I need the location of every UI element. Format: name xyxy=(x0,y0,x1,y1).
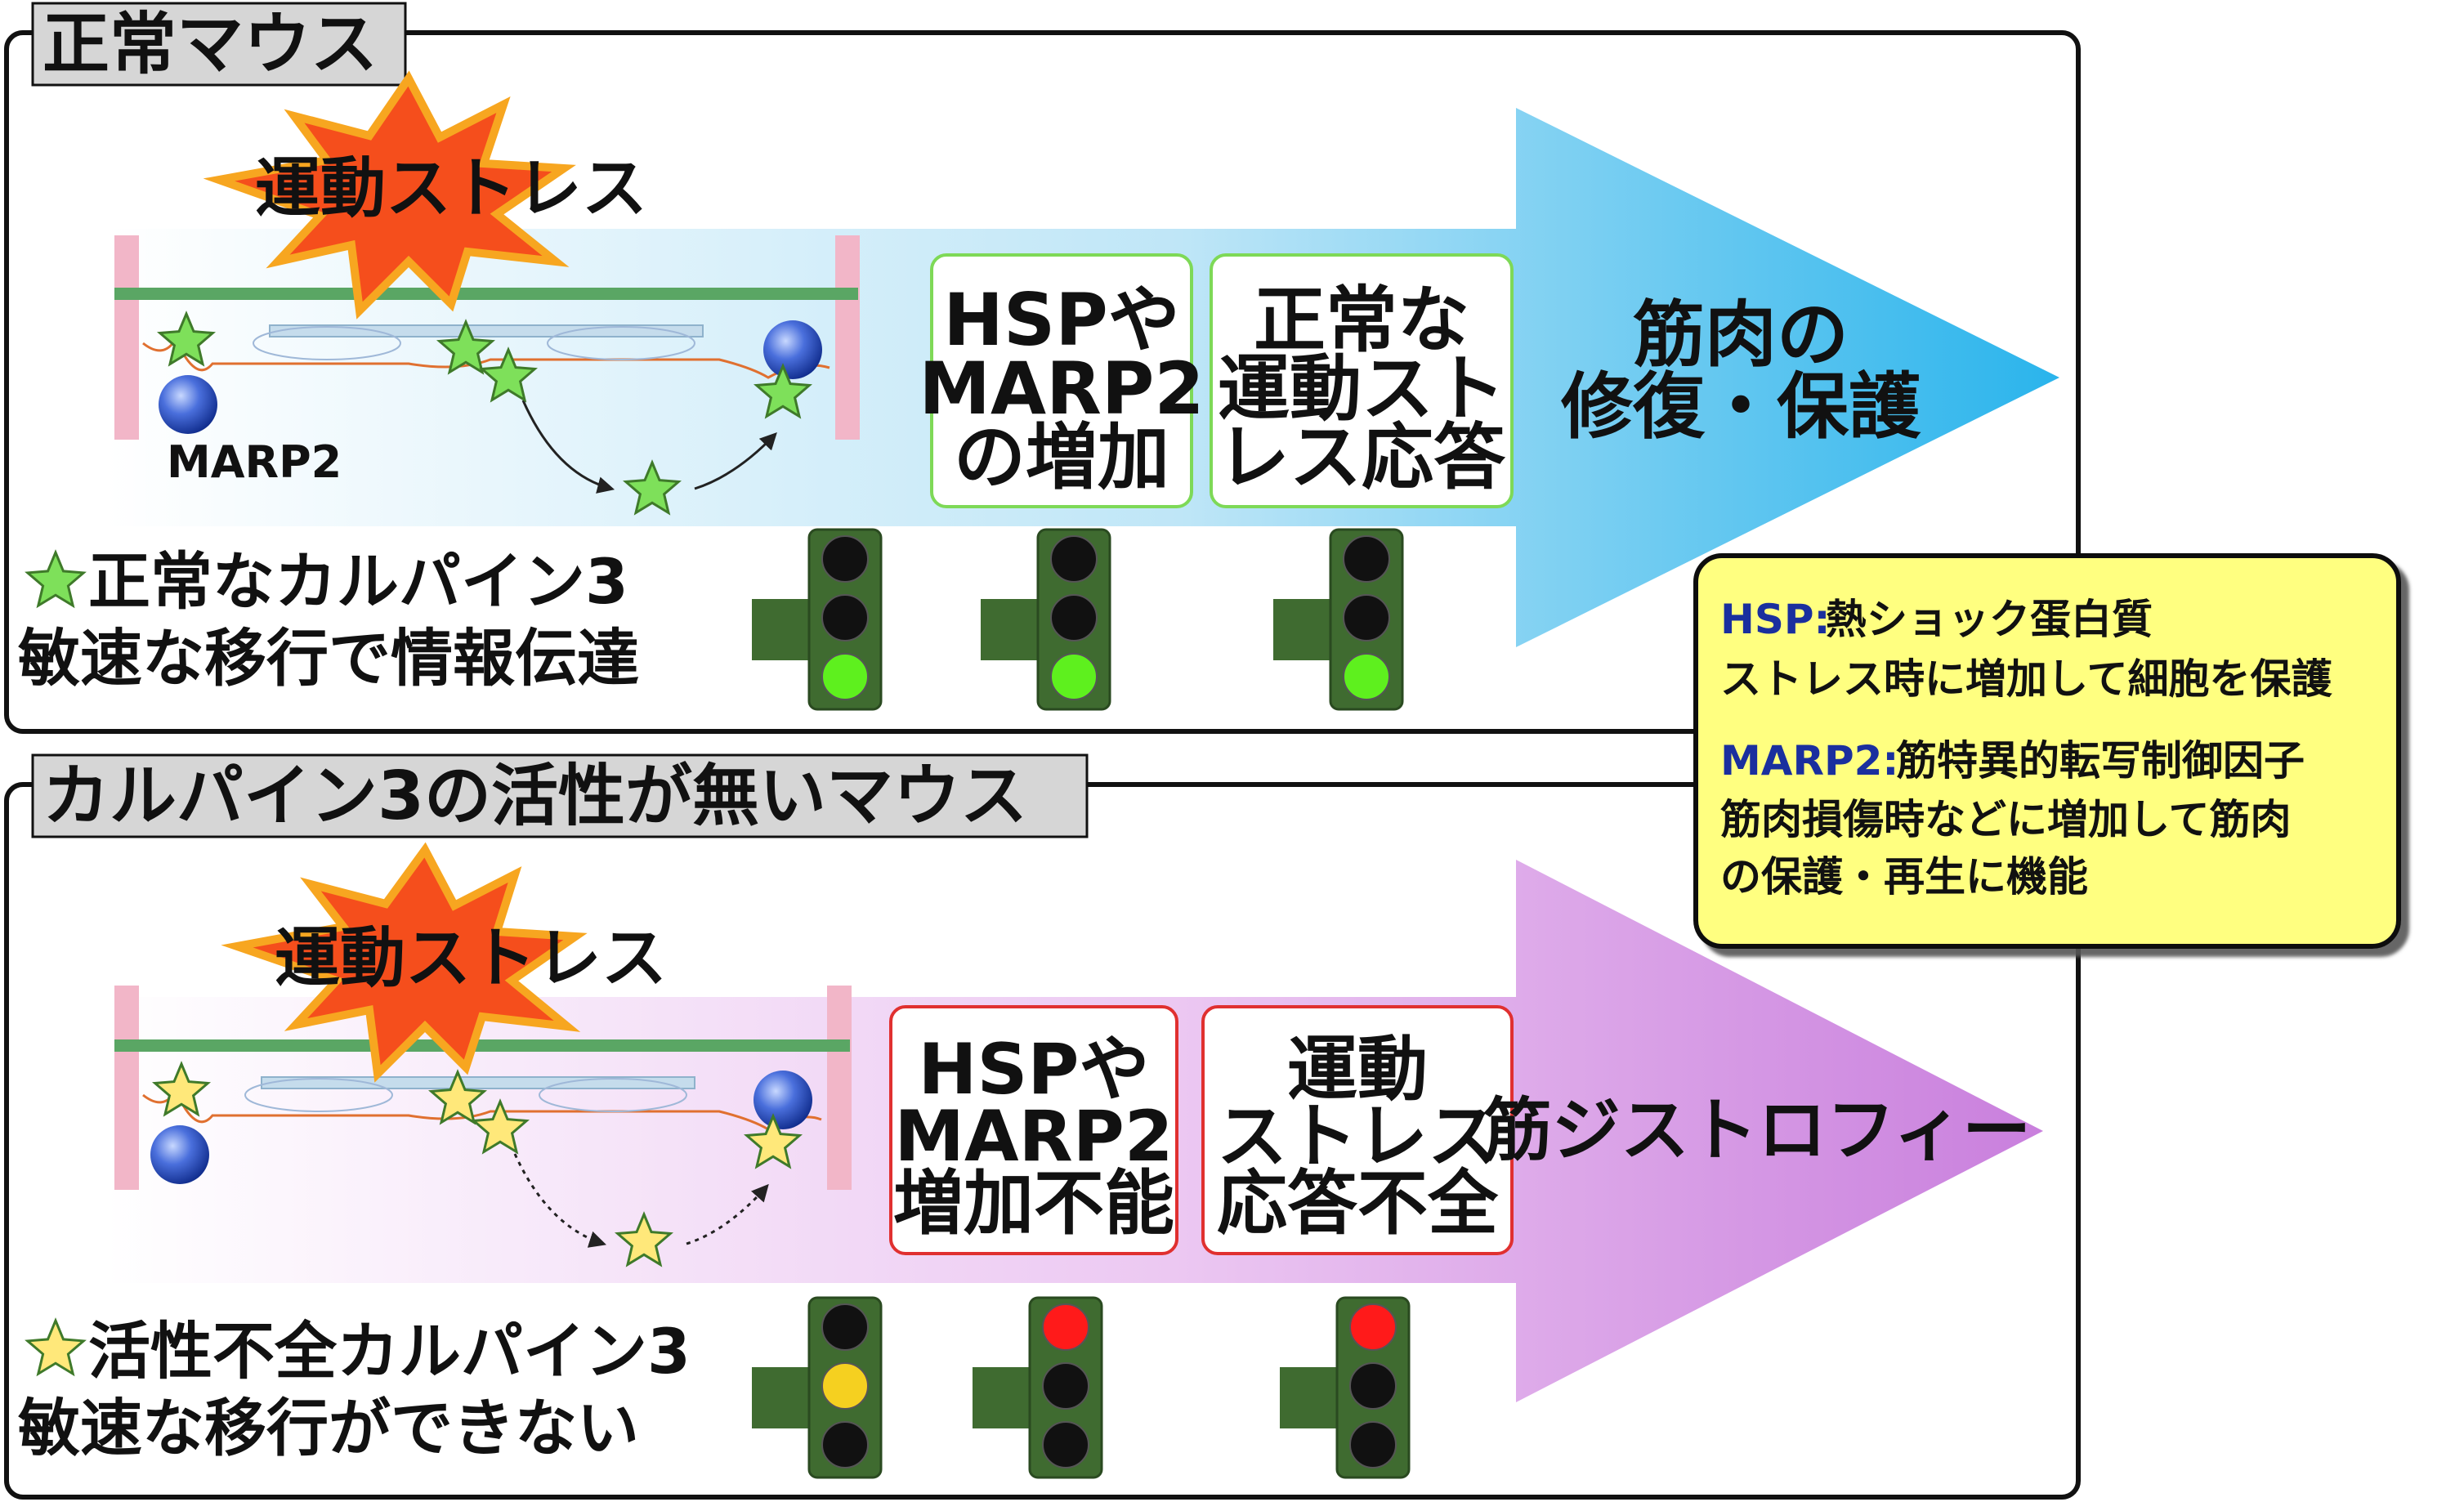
marp2-ball xyxy=(754,1071,812,1129)
panel-title: 正常マウス xyxy=(42,6,378,83)
box2-line3: レス応答 xyxy=(1218,415,1506,499)
calpain3-star xyxy=(622,459,682,516)
translocation-arrow xyxy=(521,400,615,494)
hsp-marp2-box xyxy=(889,1005,1178,1255)
calpain3-star xyxy=(743,1113,803,1169)
signal-lamp-mid xyxy=(821,594,869,641)
legend-line1: 正常なカルパイン3 xyxy=(88,545,628,618)
legend xyxy=(25,1317,87,1377)
outcome-line1: 筋肉の xyxy=(1633,293,1849,377)
translocation-arrow xyxy=(686,1183,769,1245)
marp-def3: の保護・再生に機能 xyxy=(1720,853,2088,901)
signal-arm xyxy=(981,599,1038,660)
box2-line2: 運動スト xyxy=(1218,346,1505,431)
box1-line1: HSPや xyxy=(919,1029,1150,1111)
signal-lamp-top xyxy=(1349,1303,1397,1351)
glossary-note xyxy=(1693,553,2401,949)
calpain3-star xyxy=(151,1061,212,1117)
signal-lamp-mid xyxy=(821,1362,869,1410)
note-bg xyxy=(1693,553,2401,949)
signal-lamp-mid xyxy=(1050,594,1098,641)
panel-title: カルパイン3の活性が無いマウス xyxy=(42,758,1027,835)
stress-response-box xyxy=(1210,253,1514,508)
signal-lamp-bottom xyxy=(821,653,869,700)
calpain3-star xyxy=(436,319,496,375)
panel-title-bg xyxy=(31,753,1089,838)
signal-arm xyxy=(752,1367,809,1428)
box2-line3: 応答不全 xyxy=(1217,1163,1499,1245)
signal-lamp-top xyxy=(821,1303,869,1351)
signal-lamp-mid xyxy=(1349,1362,1397,1410)
signal-lamp-bottom xyxy=(1042,1421,1089,1468)
normal-panel: 正常マウス 運動ストレス MARP2 正常なカルパイン3 敏速な移行で情報伝達 xyxy=(4,2,2081,734)
calpain3-stars xyxy=(156,311,813,516)
calpain3-star xyxy=(753,363,813,419)
outcome-line2: 修復・保護 xyxy=(1561,364,1921,449)
marp-def2: 筋肉損傷時などに増加して筋肉 xyxy=(1720,796,2292,843)
signal-lamp-top xyxy=(1343,535,1390,583)
marp2-ball xyxy=(159,375,217,434)
panel-title-bg xyxy=(31,2,407,87)
hsp-marp2-box xyxy=(930,253,1193,508)
signal-lamp-bottom xyxy=(1349,1421,1397,1468)
legend-line2: 敏速な移行ができない xyxy=(18,1392,639,1464)
signal-lamp-top xyxy=(1042,1303,1089,1351)
signal-arm xyxy=(1273,599,1330,660)
signal-lamp-bottom xyxy=(821,1421,869,1468)
traffic-lights xyxy=(752,1296,1411,1479)
legend-star-icon xyxy=(25,1317,87,1377)
stress-label: 運動ストレス xyxy=(275,920,667,996)
glossary-text: HSP: 熱ショック蛋白質 ストレス時に増加して細胞を保護 MARP2: 筋特異… xyxy=(1720,596,2332,901)
hsp-def2: ストレス時に増加して細胞を保護 xyxy=(1720,655,2332,703)
marp-term: MARP2: xyxy=(1720,737,1898,785)
marp-def1: 筋特異的転写制御因子 xyxy=(1896,737,2305,785)
legend-line1: 活性不全カルパイン3 xyxy=(88,1315,691,1388)
legend xyxy=(25,549,87,609)
signal-lamp-mid xyxy=(1343,594,1390,641)
box1-line2: MARP2 xyxy=(894,1096,1173,1178)
mutant-panel: カルパイン3の活性が無いマウス 運動ストレス 活性不全カルパイン3 敏速な移行が… xyxy=(4,753,2081,1500)
signal-lamp-mid xyxy=(1042,1362,1089,1410)
hsp-def1: 熱ショック蛋白質 xyxy=(1826,596,2153,643)
marp2-ball xyxy=(150,1125,209,1184)
calpain3-stars xyxy=(151,1061,803,1267)
stress-burst xyxy=(203,70,576,320)
marp2-ball xyxy=(763,320,822,379)
outcome-line1: 筋ジストロフィー xyxy=(1483,1090,2031,1170)
stress-burst xyxy=(221,842,588,1083)
signal-arm xyxy=(1280,1367,1337,1428)
signal-lamp-top xyxy=(1050,535,1098,583)
box1-line2: MARP2 xyxy=(919,346,1204,431)
box2-line1: 運動 xyxy=(1287,1029,1428,1111)
traffic-lights xyxy=(752,528,1404,711)
box1-line3: の増加 xyxy=(954,415,1169,499)
translocation-arrow xyxy=(694,431,777,490)
calpain3-star xyxy=(478,346,539,403)
hsp-term: HSP: xyxy=(1720,596,1831,643)
box1-line1: HSPや xyxy=(943,278,1180,362)
legend-star-icon xyxy=(25,549,87,609)
signal-arm xyxy=(752,599,809,660)
box2-line2: ストレス xyxy=(1217,1096,1498,1178)
box2-line1: 正常な xyxy=(1254,278,1469,362)
calpain3-star xyxy=(614,1211,674,1267)
legend-line2: 敏速な移行で情報伝達 xyxy=(18,622,639,695)
box1-line3: 増加不能 xyxy=(893,1163,1174,1245)
muscle-fiber xyxy=(114,986,852,1190)
stress-response-box xyxy=(1201,1005,1514,1255)
calpain3-star xyxy=(156,311,217,367)
signal-lamp-bottom xyxy=(1343,653,1390,700)
calpain3-star xyxy=(427,1069,488,1125)
signal-lamp-bottom xyxy=(1050,653,1098,700)
signal-arm xyxy=(973,1367,1030,1428)
stress-label: 運動ストレス xyxy=(255,150,647,226)
signal-lamp-top xyxy=(821,535,869,583)
calpain3-star xyxy=(470,1098,530,1155)
marp2-label: MARP2 xyxy=(167,436,342,488)
